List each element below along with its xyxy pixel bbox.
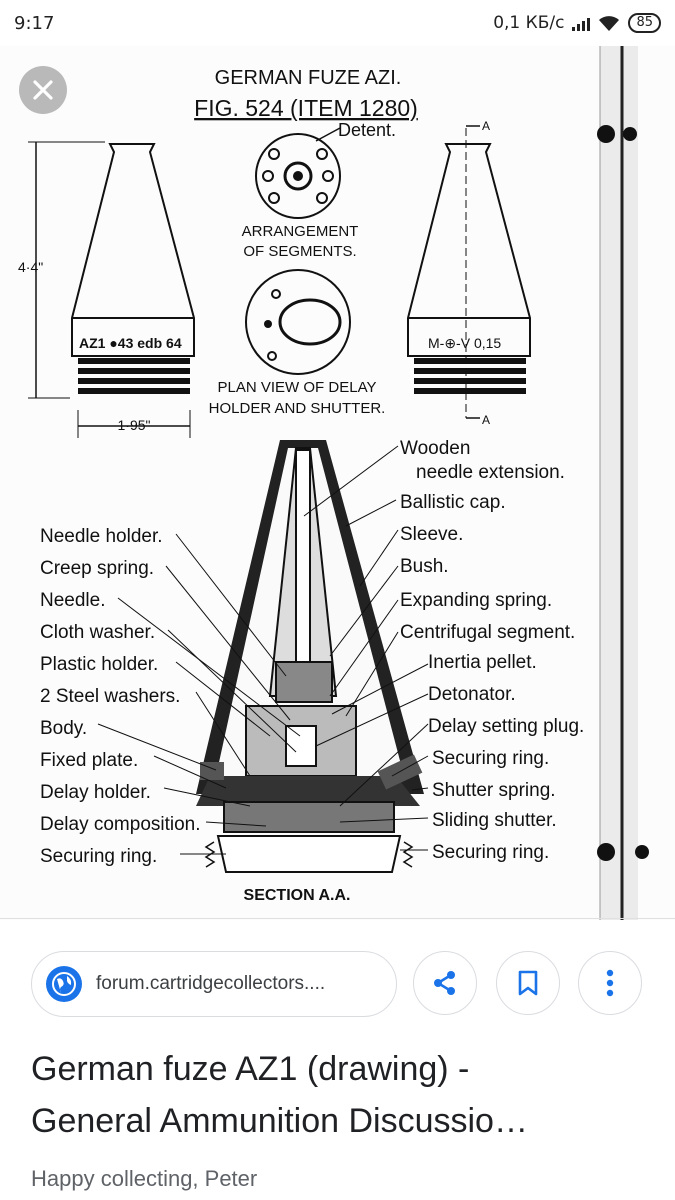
callout-needle-extension: needle extension. [416, 462, 565, 483]
callout-delay-holder: Delay holder. [40, 782, 151, 803]
result-snippet: Happy collecting, Peter [31, 1166, 258, 1191]
bookmark-icon [518, 970, 538, 996]
drawing-fig: FIG. 524 (ITEM 1280) [194, 95, 418, 121]
callout-securing-ring-right-1: Securing ring. [432, 748, 549, 769]
callout-wooden: Wooden [400, 438, 470, 459]
callout-body: Body. [40, 718, 87, 739]
arrangement-label-2: OF SEGMENTS. [243, 243, 356, 260]
image-viewer[interactable]: GERMAN FUZE AZI. FIG. 524 (ITEM 1280) De… [0, 46, 675, 920]
callout-delay-composition: Delay composition. [40, 814, 201, 835]
wifi-icon [599, 16, 620, 31]
callout-detonator: Detonator. [428, 684, 516, 705]
fuze-side-view-right [407, 125, 531, 419]
callout-steel-washers: 2 Steel washers. [40, 686, 180, 707]
divider [0, 918, 675, 919]
source-link[interactable]: forum.cartridgecollectors.... [31, 951, 397, 1017]
battery-icon: 85 [628, 13, 661, 33]
result-title-line-2: General Ammunition Discussio… [31, 1102, 528, 1140]
close-icon [33, 80, 53, 100]
source-url: forum.cartridgecollectors.... [96, 973, 326, 994]
callout-fixed-plate: Fixed plate. [40, 750, 138, 771]
share-button[interactable] [413, 951, 477, 1015]
more-options-button[interactable] [578, 951, 642, 1015]
section-mark-bottom: A [482, 413, 490, 427]
callout-ballistic-cap: Ballistic cap. [400, 492, 506, 513]
callout-plastic-holder: Plastic holder. [40, 654, 158, 675]
callout-expanding-spring: Expanding spring. [400, 590, 552, 611]
segment-arrangement [255, 127, 341, 219]
section-label: SECTION A.A. [244, 887, 351, 904]
leader-lines-left [97, 533, 301, 855]
status-time: 9:17 [14, 12, 55, 34]
left-callouts: Needle holder. Creep spring. Needle. Clo… [40, 526, 201, 867]
callout-centrifugal-segment: Centrifugal segment. [400, 622, 575, 643]
more-vert-icon [606, 969, 614, 997]
height-dimension: 4·4" [18, 259, 43, 275]
bookmark-button[interactable] [496, 951, 560, 1015]
callout-sliding-shutter: Sliding shutter. [432, 810, 557, 831]
callout-needle: Needle. [40, 590, 106, 611]
close-button[interactable] [19, 66, 67, 114]
callout-securing-ring-left: Securing ring. [40, 846, 157, 867]
result-title[interactable]: German fuze AZ1 (drawing) - General Ammu… [31, 1043, 651, 1147]
status-right: 0,1 КБ/с 85 [493, 13, 661, 33]
left-marking: AZ1 ●43 edb 64 [79, 335, 182, 351]
binder-hole [597, 125, 615, 143]
fuze-section-view [196, 440, 424, 873]
callout-securing-ring-right-2: Securing ring. [432, 842, 549, 863]
network-speed: 0,1 КБ/с [493, 13, 565, 33]
callout-shutter-spring: Shutter spring. [432, 780, 556, 801]
plan-view-label-2: HOLDER AND SHUTTER. [209, 400, 386, 417]
binder-hole [597, 843, 615, 861]
binder-hole [635, 845, 649, 859]
plan-view-diagram [245, 269, 351, 375]
detent-label: Detent. [338, 120, 396, 140]
callout-cloth-washer: Cloth washer. [40, 622, 155, 643]
drawing-title: GERMAN FUZE AZI. [215, 67, 402, 89]
callout-creep-spring: Creep spring. [40, 558, 154, 579]
callout-bush: Bush. [400, 556, 449, 577]
result-title-line-1: German fuze AZ1 (drawing) - [31, 1050, 470, 1088]
callout-delay-setting-plug: Delay setting plug. [428, 716, 584, 737]
right-marking: M-⊕-V 0,15 [428, 335, 501, 351]
share-icon [434, 971, 455, 995]
status-bar: 9:17 0,1 КБ/с 85 [0, 0, 675, 46]
section-mark-top: A [482, 119, 490, 133]
callout-needle-holder: Needle holder. [40, 526, 163, 547]
fuze-drawing[interactable]: GERMAN FUZE AZI. FIG. 524 (ITEM 1280) De… [0, 46, 675, 920]
leader-lines-right [303, 445, 429, 851]
callout-inertia-pellet: Inertia pellet. [428, 652, 537, 673]
callout-sleeve: Sleeve. [400, 524, 463, 545]
plan-view-label-1: PLAN VIEW OF DELAY [218, 379, 377, 396]
arrangement-label-1: ARRANGEMENT [242, 223, 359, 240]
battery-level: 85 [636, 15, 653, 30]
binder-hole [623, 127, 637, 141]
fuze-side-view-left [28, 141, 195, 438]
signal-icon [572, 15, 591, 31]
globe-icon [46, 966, 82, 1002]
width-dimension: 1·95" [118, 417, 151, 433]
right-callouts: Wooden needle extension. Ballistic cap. … [400, 438, 584, 863]
